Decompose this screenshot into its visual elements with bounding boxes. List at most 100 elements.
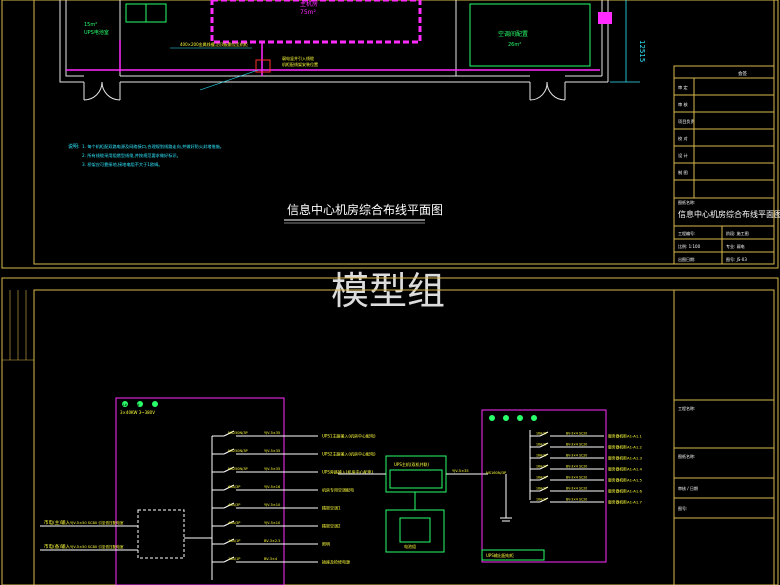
lc-dest: 精密空调2 — [322, 523, 341, 529]
lc-cable: YJV-5×35 — [264, 449, 280, 453]
lc-dest: UPS1主路输入(机房中心配电) — [322, 433, 376, 439]
panel-right-tag — [481, 549, 545, 561]
rc-dest: 服务器机柜A1-A1.2 — [608, 445, 643, 450]
panel-right-marker-1 — [489, 415, 495, 421]
ups-cabinet-a — [125, 3, 147, 23]
lc-breaker: 16A/1P — [228, 557, 240, 561]
callout-3: 机柜配线架安装位置 — [282, 61, 318, 67]
rc-switch — [539, 442, 549, 448]
tb-footer-cell: 阶段: 施工图 — [726, 230, 749, 236]
rc-cable: BV-3×4 SC20 — [566, 443, 587, 447]
input-desc-1: YJV-5×50 SC80 引至低压配电室 — [70, 520, 124, 525]
door-left-a — [83, 81, 103, 101]
titleblock-frame — [673, 65, 775, 265]
panel-right-header: UPS输出配电柜 — [486, 552, 514, 558]
rc-dest: 服务器机柜A1-A1.5 — [608, 478, 643, 483]
lc-cable: YJV-5×16 — [264, 485, 280, 489]
battery-label: 电池组 — [404, 543, 416, 549]
panel-right-marker-3 — [517, 415, 523, 421]
tb-footer-cell: 图号: JS-03 — [726, 256, 747, 262]
room-main-area: 75m² — [300, 9, 316, 16]
rc-cable: BV-3×4 SC20 — [566, 476, 587, 480]
dimension-label: 12515 — [638, 40, 646, 62]
input-desc-2: YJV-5×50 SC80 引至低压配电室 — [70, 544, 124, 549]
lc-cable: YJV-5×10 — [264, 521, 280, 525]
room-right-label: 空调间配置 — [498, 30, 528, 38]
panel-right-frame — [481, 409, 607, 563]
panel-left-frame — [115, 397, 285, 585]
callout-line-2 — [199, 69, 259, 91]
rc-switch — [539, 453, 549, 459]
rc-breaker: 16A/1P — [536, 476, 547, 480]
rc-dest: 服务器机柜A1-A1.7 — [608, 500, 643, 505]
watermark: 模型组 — [331, 269, 445, 313]
lc-breaker: 40A/3P — [228, 521, 240, 525]
panel-left-header: 1# 2# 3# — [122, 403, 140, 407]
rc-switch — [539, 486, 549, 492]
sheet2-outer-frame — [1, 277, 779, 585]
tb-row-label: 审 核 — [678, 101, 689, 108]
lc-dest: 插座及检修电源 — [322, 559, 350, 565]
aircon-room-box — [469, 3, 591, 67]
panel-right-main: NS160N/3P — [486, 471, 507, 475]
tb-row-label: 校 对 — [678, 135, 688, 142]
tb2-label-1: 工程名称: — [678, 405, 695, 411]
lc-cable: YJV-5×10 — [264, 503, 280, 507]
lc-switch — [223, 484, 235, 491]
sheet1-title: 信息中心机房综合布线平面图 — [287, 202, 443, 217]
sheet2-inner-frame — [33, 289, 775, 585]
lc-dest: 机房专用空调配电 — [322, 487, 354, 493]
lc-breaker: 40A/3P — [228, 503, 240, 507]
lc-switch — [223, 520, 235, 527]
binding-strip — [2, 290, 34, 361]
ats-box — [137, 509, 185, 559]
input-label-2: 市电(备)输入 — [44, 543, 71, 550]
entry-box — [255, 59, 271, 73]
lc-breaker: NS250N/3P — [228, 467, 248, 471]
notes: 说明: 1. 每个机柜配双路电源及网络接口,合理规划线路走向,并做好防火封堵措施… — [68, 143, 224, 168]
note-heading: 说明: — [68, 143, 80, 150]
tb2-label-2: 图纸名称: — [678, 453, 695, 459]
rc-breaker: 16A/1P — [536, 498, 547, 502]
wall-left-inner — [65, 0, 84, 77]
tb-footer-cell: 出图日期: — [678, 256, 695, 262]
ups-cabinet-b — [145, 3, 167, 23]
lc-dest: 精密空调1 — [322, 505, 341, 511]
room-right-area: 26m² — [508, 42, 521, 48]
tb2-label-4: 图号: — [678, 505, 687, 511]
rc-breaker: 16A/1P — [536, 454, 547, 458]
panel-right-marker-4 — [531, 415, 537, 421]
callout-2: 弱电竖井引入线缆 — [282, 55, 314, 61]
panel-left: 1# 2# 3# 3×40KW 3~380V 市电(主)输入 市电(备)输入 Y… — [40, 397, 376, 585]
rc-dest: 服务器机柜A1-A1.4 — [608, 467, 643, 472]
rc-cable: BV-3×4 SC20 — [566, 465, 587, 469]
lc-cable: YJV-5×35 — [264, 431, 280, 435]
door-right-b — [546, 81, 566, 101]
rc-dest: 服务器机柜A1-A1.3 — [608, 456, 643, 461]
rc-dest: 服务器机柜A1-A1.1 — [608, 434, 643, 439]
wall-left-outer — [59, 0, 84, 83]
rc-cable: BV-3×4 SC20 — [566, 432, 587, 436]
callout-1: 400×200金属线槽,沿顶板敷设至机柜 — [180, 41, 248, 47]
dimension: 12515 — [598, 0, 646, 83]
tray-loop — [210, 0, 422, 44]
lc-dest: 照明 — [322, 542, 330, 547]
panel-right-marker-2 — [503, 415, 509, 421]
ups-inner-box — [389, 469, 443, 489]
tb-footer-cell: 比例: 1:100 — [678, 243, 701, 249]
tb-footer-cell: 工程编号: — [678, 230, 695, 236]
sheet1-outer-frame — [1, 0, 779, 269]
column-marker — [598, 12, 612, 24]
tb-row-label: 项目负责 — [678, 118, 695, 125]
rc-cable: BV-3×4 SC20 — [566, 498, 587, 502]
tb-row-label: 制 图 — [678, 169, 688, 176]
lc-cable: YJV-5×35 — [264, 467, 280, 471]
feed-label: YJV-5×35 — [452, 469, 469, 473]
sheet1-inner-frame — [33, 0, 775, 265]
lc-breaker: 16A/1P — [228, 539, 240, 543]
ups-group: UPS主机(双机并联) 电池组 YJV-5×35 — [338, 455, 488, 553]
room-left-area: 15m² — [84, 22, 97, 28]
note-2: 2. 所有线缆采用阻燃型线缆,并按规范要求做好标识。 — [82, 152, 181, 159]
